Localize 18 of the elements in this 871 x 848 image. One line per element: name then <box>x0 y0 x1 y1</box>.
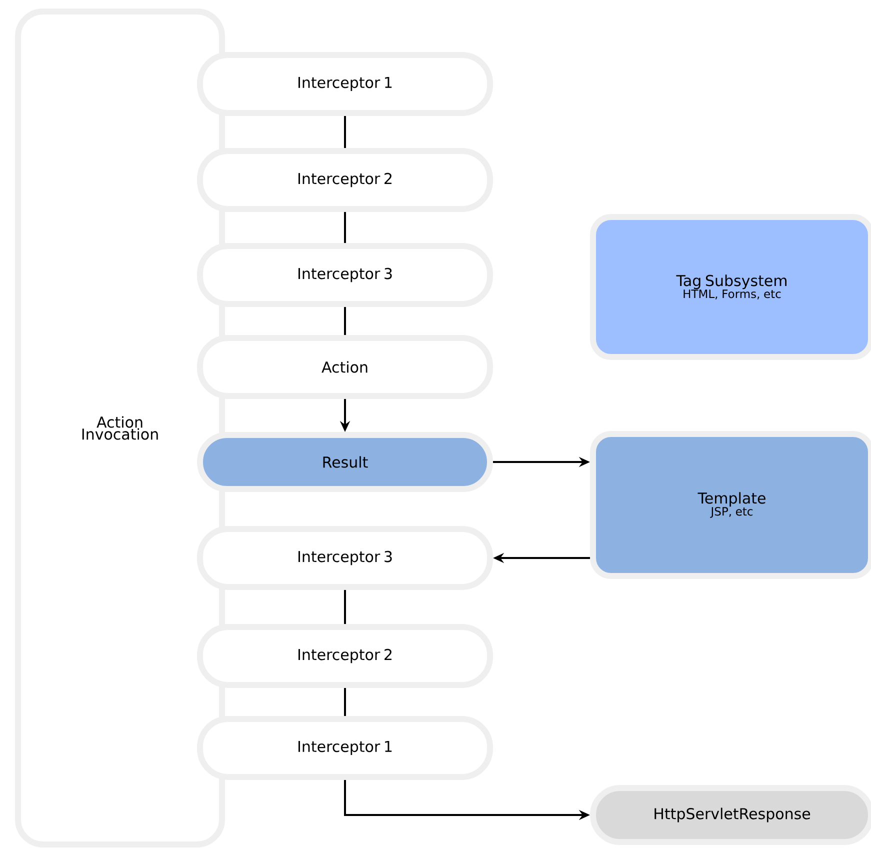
action-box: Action <box>197 335 493 399</box>
response-box: HttpServletResponse <box>590 784 871 845</box>
result-box: Result <box>197 432 493 492</box>
interceptor-box: Interceptor 3 <box>197 242 493 307</box>
interceptor-box: Interceptor 1 <box>197 52 493 116</box>
connector-line <box>344 306 346 335</box>
invocation-box: Action Invocation <box>15 8 225 848</box>
subsystem-box: Tag Subsystem HTML, Forms, etc <box>590 214 871 360</box>
connector-line <box>344 688 346 716</box>
connector-line <box>344 212 346 243</box>
template-box: Template JSP, etc <box>590 430 871 579</box>
interceptor-box: Interceptor 1 <box>197 716 493 780</box>
interceptor-box: Interceptor 2 <box>197 148 493 212</box>
interceptor-box: Interceptor 3 <box>197 526 493 590</box>
interceptor-box: Interceptor 2 <box>197 624 493 688</box>
connector-line <box>344 116 346 148</box>
node-label: Interceptor 1 <box>298 740 392 756</box>
connector-line <box>344 590 346 624</box>
